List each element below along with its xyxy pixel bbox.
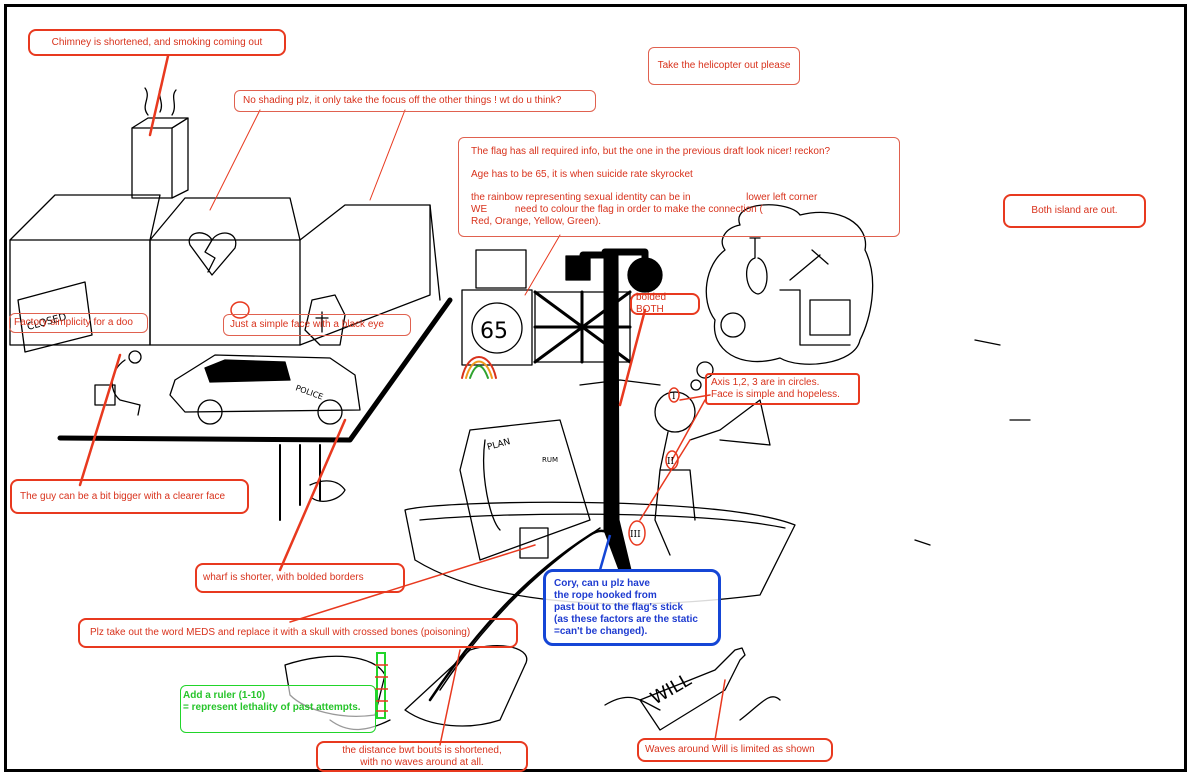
note-factory: Factory simplicity for a doo — [9, 313, 148, 333]
axis-3-label: III — [630, 530, 641, 540]
note-ruler-line-1: Add a ruler (1-10) — [183, 690, 266, 701]
wharf — [57, 297, 453, 521]
note-ruler: Add a ruler (1-10) = represent lethality… — [180, 685, 376, 733]
note-chimney: Chimney is shortened, and smoking coming… — [28, 29, 286, 56]
note-rope-line-3: past bout to the flag's stick — [554, 602, 684, 613]
bottle-will — [604, 647, 781, 731]
flag — [533, 290, 632, 364]
note-meds: Plz take out the word MEDS and replace i… — [78, 618, 518, 648]
note-wharf: wharf is shorter, with bolded borders — [195, 563, 405, 593]
note-flag-line-1: The flag has all required info, but the … — [471, 146, 831, 157]
note-flag-line-3: the rainbow representing sexual identity… — [471, 192, 818, 203]
note-rope-line-1: Cory, can u plz have — [554, 578, 650, 589]
note-axis-line-2: Face is simple and hopeless. — [711, 389, 840, 400]
note-shading-text: No shading plz, it only take the focus o… — [243, 95, 562, 106]
note-islands-text: Both island are out. — [1031, 205, 1118, 216]
misc-strokes — [309, 339, 1031, 546]
axis-circles — [230, 301, 680, 546]
plan-label: PLAN — [486, 437, 511, 453]
note-rope-line-4: (as these factors are the static — [554, 614, 698, 625]
note-guy: The guy can be a bit bigger with a clear… — [10, 479, 249, 514]
note-black-eye: Just a simple face with a black eye — [223, 314, 411, 336]
note-flag-line-5: Red, Orange, Yellow, Green). — [471, 216, 602, 227]
note-bolded-both: bolded BOTH — [630, 292, 700, 315]
note-chimney-text: Chimney is shortened, and smoking coming… — [51, 36, 263, 48]
note-flag-line-2: Age has to be 65, it is when suicide rat… — [471, 169, 693, 180]
note-helicopter-text: Take the helicopter out please — [657, 60, 791, 71]
boat — [404, 501, 796, 605]
note-distance: the distance bwt bouts is shortened, wit… — [316, 741, 528, 772]
plan-box — [459, 419, 591, 561]
note-rope-line-5: =can't be changed). — [554, 626, 648, 637]
factory-building — [9, 117, 441, 346]
note-rope: Cory, can u plz have the rope hooked fro… — [543, 569, 721, 646]
note-factory-text: Factory simplicity for a doo — [14, 317, 133, 328]
man-with-megaphone — [654, 391, 771, 556]
note-rope-line-2: the rope hooked from — [554, 590, 657, 601]
note-wharf-text: wharf is shorter, with bolded borders — [203, 572, 364, 583]
note-will-waves-text: Waves around Will is limited as shown — [645, 744, 815, 755]
police-label: POLICE — [294, 383, 324, 401]
axis-1-label: I — [672, 392, 676, 402]
note-black-eye-text: Just a simple face with a black eye — [230, 319, 384, 330]
note-ruler-line-2: = represent lethality of past attempts. — [183, 702, 361, 713]
note-flag-line-4: WE need to colour the flag in order to m… — [471, 204, 763, 215]
billboard-65 — [461, 249, 533, 366]
note-shading: No shading plz, it only take the focus o… — [234, 90, 596, 112]
rainbow — [461, 356, 497, 379]
note-distance-line-1: the distance bwt bouts is shortened, — [342, 745, 502, 756]
note-helicopter: Take the helicopter out please — [648, 47, 800, 85]
broken-heart-graffiti — [188, 232, 237, 276]
closed-sign — [17, 281, 93, 353]
coffin-graffiti — [304, 294, 346, 346]
note-distance-line-2: with no waves around at all. — [360, 757, 484, 768]
note-guy-text: The guy can be a bit bigger with a clear… — [20, 490, 226, 502]
rum-label: RUM — [542, 456, 558, 464]
note-axis-line-1: Axis 1,2, 3 are in circles. — [711, 377, 820, 388]
police-car — [169, 354, 361, 425]
thought-bubble — [690, 204, 874, 391]
annotation-connectors — [78, 54, 726, 746]
sign-65-text: 65 — [480, 319, 508, 344]
note-islands: Both island are out. — [1003, 194, 1146, 228]
will-label: WILL — [647, 670, 695, 710]
blue-connector — [598, 534, 612, 571]
note-axis: Axis 1,2, 3 are in circles. Face is simp… — [705, 373, 860, 405]
note-meds-text: Plz take out the word MEDS and replace i… — [90, 627, 471, 638]
axis-2-label: II — [667, 457, 675, 467]
note-bolded-both-text: bolded BOTH — [636, 292, 667, 315]
rope — [428, 527, 614, 702]
note-flag: The flag has all required info, but the … — [458, 137, 900, 237]
note-will-waves: Waves around Will is limited as shown — [637, 738, 833, 762]
ruler — [375, 652, 388, 719]
